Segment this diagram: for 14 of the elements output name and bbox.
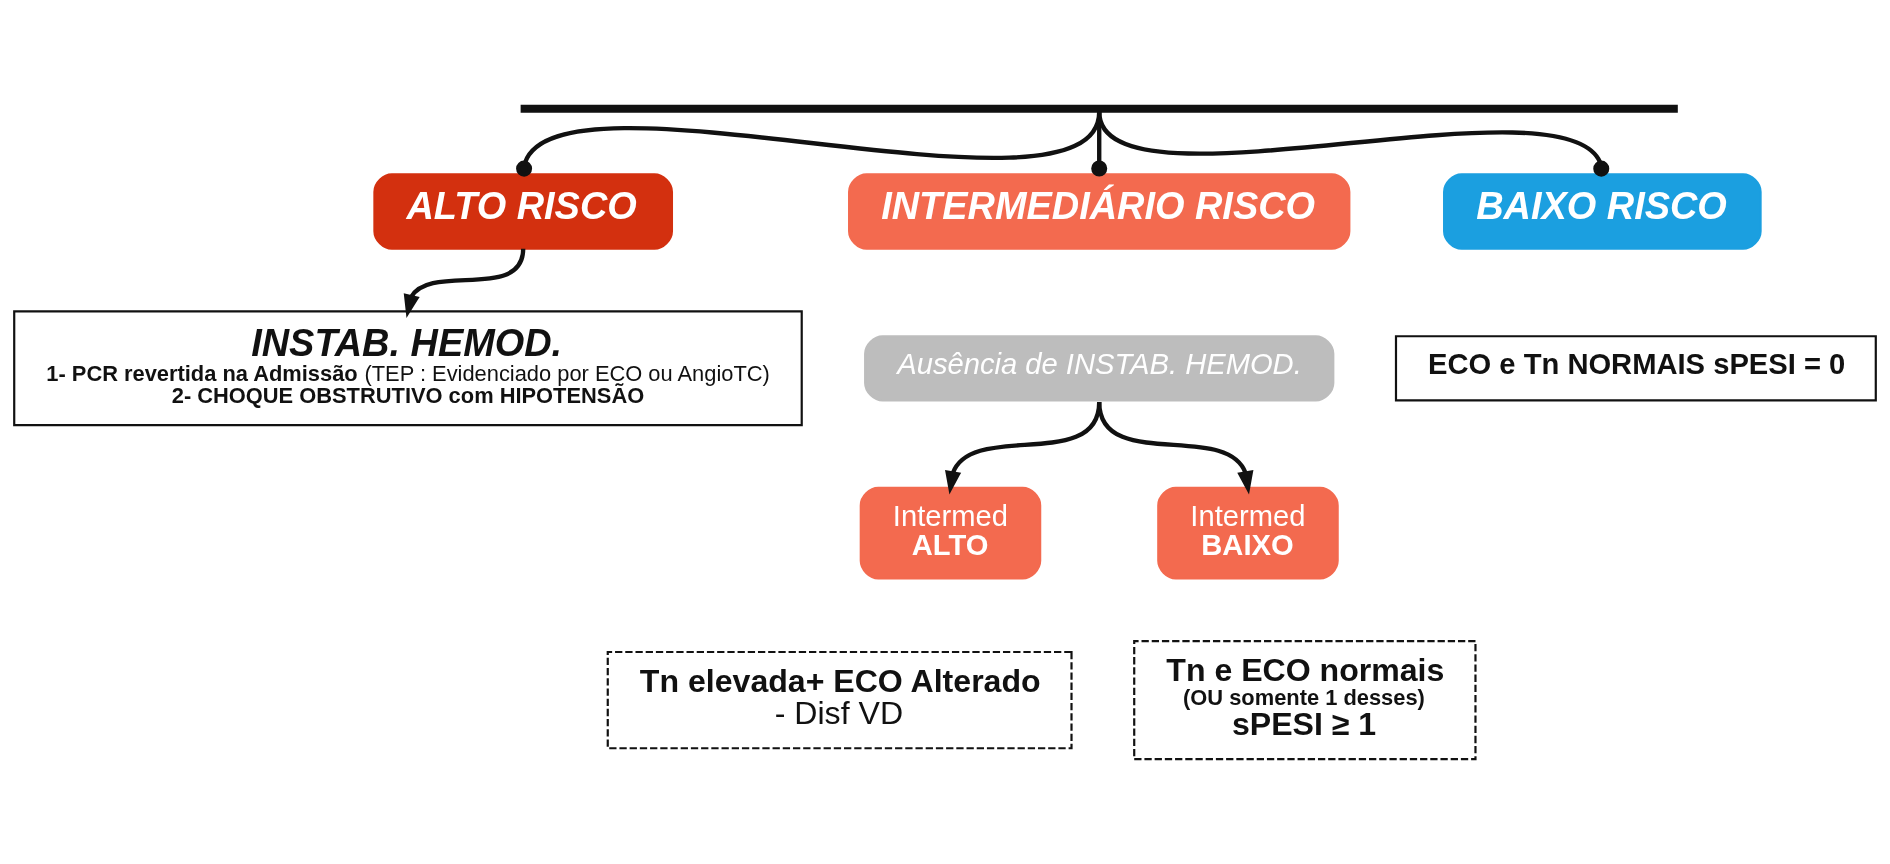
node-box: INTERMEDIÁRIO RISCO (848, 172, 1351, 250)
node-bar (520, 104, 1678, 113)
node-box: Intermed ALTO (859, 486, 1042, 579)
node-box: INSTAB. HEMOD. 1- PCR revertida na Admissão (TEP : Evidenciado por ECO ou AngioTC) 2- CHOQUE OBSTRUTIVO com HIPOTENSÃO (13, 309, 803, 426)
node-box: Tn e ECO normais (OU somente 1 desses) sPESI ≥ 1 (1133, 639, 1477, 760)
connector (1097, 110, 1610, 177)
node-box: BAIXO RISCO (1443, 172, 1762, 250)
node-box: Tn elevada+ ECO Alterado - Disf VD (606, 650, 1073, 749)
arrow (1097, 401, 1254, 494)
node-box: Intermed BAIXO (1157, 486, 1339, 579)
node-box: Ausência de INSTAB. HEMOD. (864, 334, 1335, 401)
node-box: ALTO RISCO (373, 172, 674, 250)
node-box: ECO e Tn NORMAIS sPESI = 0 (1394, 334, 1877, 401)
arrow (403, 247, 526, 318)
